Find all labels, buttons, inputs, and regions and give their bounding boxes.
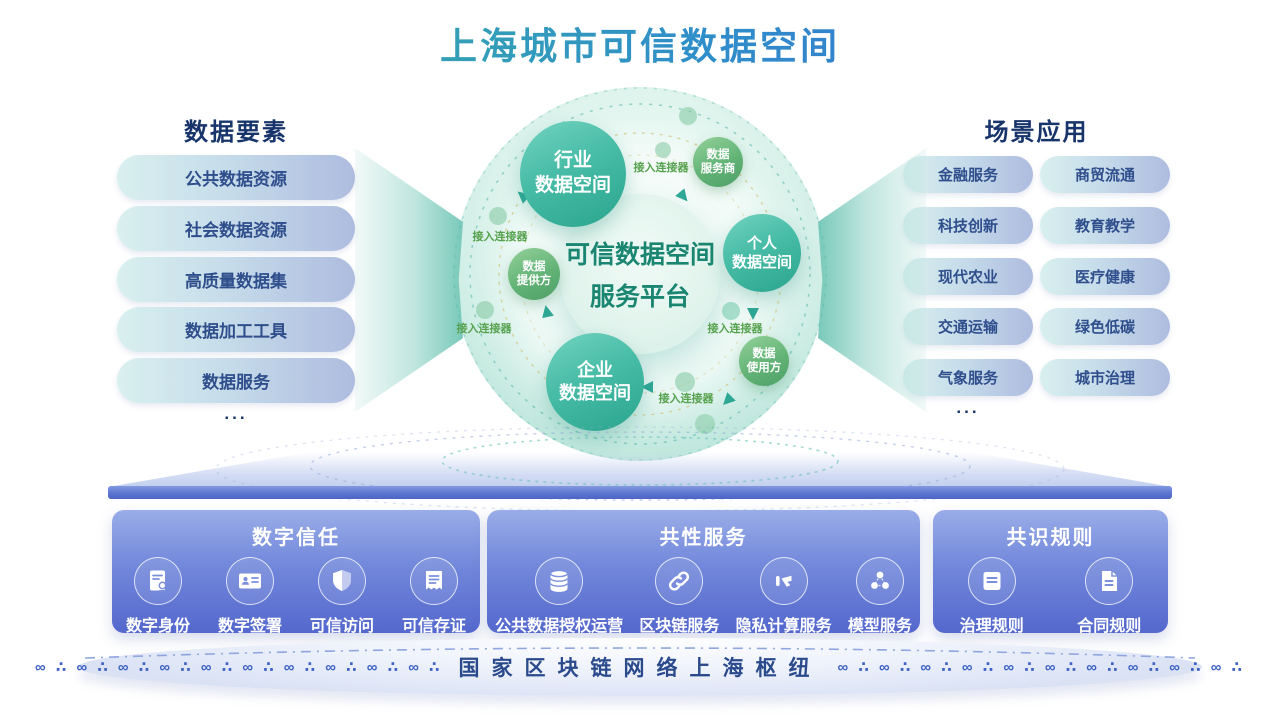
panel-item: 可信存证 [402,557,466,636]
data-element-pill: 高质量数据集 [117,257,355,302]
data-provider-circle: 数据 提供方 [508,248,560,300]
industry-data-space-circle: 行业 数据空间 [520,121,626,227]
panel-item-label: 公共数据授权运营 [495,618,624,635]
database-icon [535,557,584,605]
consensus-rules-panel: 共识规则 治理规则 合同规则 [933,510,1168,636]
scenario-pill: 教育教学 [1040,207,1170,244]
enterprise-data-space-circle: 企业 数据空间 [546,333,644,431]
data-element-pill: 社会数据资源 [117,206,355,251]
scenario-pill: 绿色低碳 [1040,308,1170,345]
data-provider-line2: 提供方 [516,275,552,287]
chain-links-right-decoration: ∞ ∴ ∞ ∴ ∞ ∴ ∞ ∴ ∞ ∴ ∞ ∴ ∞ ∴ ∞ ∴ ∞ ∴ ∞ ∴ [837,659,1245,676]
shield-icon [317,557,366,605]
panel-item: 可信访问 [310,557,374,636]
panel-item-label: 合同规则 [1077,618,1142,635]
platform-perspective-plane [108,452,1172,487]
service-provider-line2: 服务商 [700,163,736,175]
personal-data-space-circle: 个人 数据空间 [723,214,801,292]
industry-space-line1: 行业 [553,150,592,172]
scenario-pill: 城市治理 [1040,359,1170,396]
data-consumer-line1: 数据 [752,347,776,360]
privacy-computing-icon [759,557,808,605]
panel-item: 数字签署 [218,557,282,636]
panel-item-label: 数字签署 [217,618,282,635]
data-consumer-circle: 数据 使用方 [739,336,789,386]
left-column-ellipsis: ... [224,404,248,423]
panel-item: 区块链服务 [639,557,719,636]
enterprise-space-line1: 企业 [577,359,613,380]
id-card-icon [225,557,274,605]
chain-links-left-decoration: ∞ ∴ ∞ ∴ ∞ ∴ ∞ ∴ ∞ ∴ ∞ ∴ ∞ ∴ ∞ ∴ ∞ ∴ ∞ ∴ [35,659,443,676]
blockchain-banner: ∞ ∴ ∞ ∴ ∞ ∴ ∞ ∴ ∞ ∴ ∞ ∴ ∞ ∴ ∞ ∴ ∞ ∴ ∞ ∴ … [35,652,1242,682]
scenario-pill: 商贸流通 [1040,156,1170,193]
data-service-provider-circle: 数据 服务商 [693,137,743,187]
left-converging-beam [355,148,463,412]
industry-space-line2: 数据空间 [534,175,611,196]
personal-space-line1: 个人 [746,234,777,252]
data-element-pill: 数据加工工具 [117,307,355,352]
scenario-pill: 医疗健康 [1040,258,1170,295]
common-services-header: 共性服务 [659,527,748,549]
data-consumer-line2: 使用方 [746,362,782,374]
platform-base-bar [108,486,1172,499]
panel-item-label: 治理规则 [959,618,1024,635]
digital-trust-header: 数字信任 [252,527,340,549]
data-provider-line1: 数据 [522,260,546,273]
page-title: 上海城市可信数据空间 [0,16,1280,70]
panel-item-label: 隐私计算服务 [735,618,832,635]
connector-label-top: 接入连接器 [633,162,689,174]
panel-item-label: 区块链服务 [639,618,720,635]
right-column-header: 场景应用 [984,119,1089,146]
panel-item: 隐私计算服务 [736,557,832,636]
panel-item: 模型服务 [848,557,912,636]
connector-label-bottom: 接入连接器 [658,393,714,405]
common-services-panel: 共性服务 公共数据授权运营 区块链服务 隐私计算服务 模型服务 [487,510,920,636]
enterprise-space-line2: 数据空间 [559,383,631,403]
digital-trust-panel: 数字信任 数字身份 数字签署 可信访问 可信存证 [112,510,480,636]
contract-icon [1085,557,1134,605]
panel-item-label: 模型服务 [847,618,912,635]
panel-item: 数字身份 [126,557,190,636]
right-diverging-beam [818,148,926,412]
receipt-icon [409,557,458,605]
connector-label-right: 接入连接器 [707,323,763,335]
panel-item-label: 可信存证 [401,618,466,635]
rulebook-icon [967,557,1016,605]
connector-label-left-lower: 接入连接器 [456,323,512,335]
panel-item: 合同规则 [1077,557,1141,636]
personal-space-line2: 数据空间 [731,254,792,271]
panel-item: 治理规则 [960,557,1024,636]
platform-title-line1: 可信数据空间 [564,241,715,269]
platform-title-line2: 服务平台 [589,283,690,311]
chain-link-icon [655,557,704,605]
consensus-rules-header: 共识规则 [1006,527,1095,549]
connector-label-left-upper: 接入连接器 [472,231,528,243]
panel-item-label: 数字身份 [125,618,190,635]
data-element-pill: 数据服务 [117,358,355,403]
blockchain-hub-label: 国家区块链网络上海枢纽 [458,657,822,680]
service-provider-line1: 数据 [706,148,730,161]
data-element-pill: 公共数据资源 [117,155,355,200]
certificate-icon [133,557,182,605]
model-nodes-icon [855,557,904,605]
panel-item-label: 可信访问 [309,618,374,635]
panel-item: 公共数据授权运营 [495,557,623,636]
right-column-ellipsis: ... [956,398,980,417]
left-column-header: 数据要素 [184,119,288,146]
